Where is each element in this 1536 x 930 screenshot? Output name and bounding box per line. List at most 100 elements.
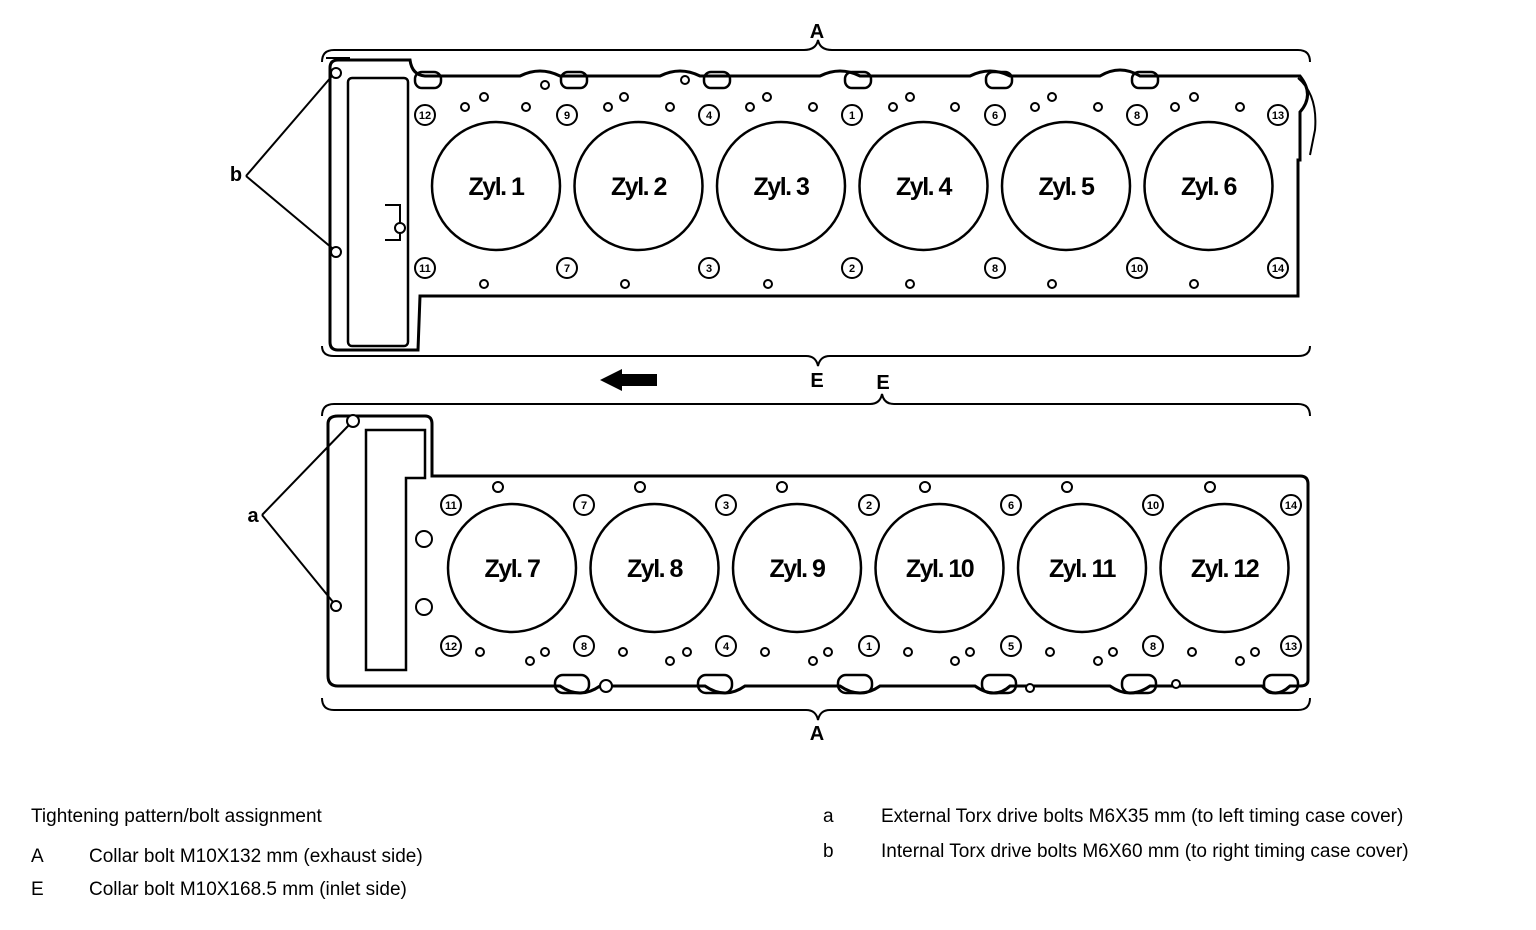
callout-a-label: a <box>247 505 259 527</box>
lower-top-bolt-marker-7 <box>1280 494 1302 516</box>
hole <box>540 647 550 657</box>
lower-cylinder-bore-3 <box>731 502 863 634</box>
upper-top-bolt-marker-1 <box>414 104 436 126</box>
upper-slot-4 <box>843 70 873 90</box>
dim-label-E-upper: E <box>810 370 823 392</box>
upper-top-bolt-marker-7 <box>1267 104 1289 126</box>
upper-bottom-bolt-marker-6 <box>1126 257 1148 279</box>
upper-bottom-bolt-marker-1 <box>414 257 436 279</box>
hole <box>919 481 931 493</box>
lower-top-bolt-number-6: 10 <box>1147 500 1159 512</box>
lower-slot-1 <box>553 673 591 695</box>
brace-A-top <box>321 39 1311 63</box>
hole <box>760 647 770 657</box>
lower-cylinder-bore-4 <box>874 502 1005 634</box>
lower-cylinder-label-3: Zyl. 9 <box>770 555 826 583</box>
lower-cylinder-bore-5 <box>1016 502 1148 634</box>
hole <box>460 102 470 112</box>
upper-bottom-bolt-marker-5 <box>984 257 1006 279</box>
hole <box>776 481 788 493</box>
lower-top-bolt-marker-3 <box>715 494 737 516</box>
hole <box>1189 279 1199 289</box>
hole <box>680 75 690 85</box>
hole <box>808 102 818 112</box>
lower-bottom-bolt-number-2: 8 <box>581 641 587 653</box>
lower-top-bolt-number-7: 14 <box>1285 500 1298 512</box>
legend-title: Tightening pattern/bolt assignment <box>31 806 322 827</box>
upper-small-holes <box>330 67 1245 289</box>
hole <box>903 647 913 657</box>
lower-bottom-bolt-marker-7 <box>1280 635 1302 657</box>
hole <box>634 481 646 493</box>
lower-bottom-bolt-marker-2 <box>573 635 595 657</box>
lower-cylinder-label-6: Zyl. 12 <box>1191 555 1259 583</box>
dim-label-A-top: A <box>810 21 824 43</box>
upper-cylinder-bore-4 <box>858 120 989 252</box>
hole <box>682 647 692 657</box>
hole <box>1030 102 1040 112</box>
hole <box>394 222 406 234</box>
hole <box>823 647 833 657</box>
upper-top-bolt-number-4: 1 <box>849 110 855 122</box>
hole <box>965 647 975 657</box>
upper-bottom-bolt-number-2: 7 <box>564 263 570 275</box>
upper-top-bolt-marker-6 <box>1126 104 1148 126</box>
lower-bottom-bolt-marker-6 <box>1142 635 1164 657</box>
lower-bottom-bolt-marker-1 <box>440 635 462 657</box>
callout-a <box>261 424 350 603</box>
upper-cylinder-label-4: Zyl. 4 <box>896 173 953 201</box>
upper-bottom-bolt-marker-2 <box>556 257 578 279</box>
upper-slot-3 <box>702 70 732 90</box>
brace-A-bottom <box>321 697 1311 721</box>
legend-text-A: Collar bolt M10X132 mm (exhaust side) <box>89 846 423 867</box>
upper-cylinder-bore-5 <box>1000 120 1132 252</box>
lower-cylinder-bore-6 <box>1159 502 1290 634</box>
lower-top-bolt-marker-5 <box>1000 494 1022 516</box>
dim-label-A-bottom: A <box>810 723 824 745</box>
hole <box>525 656 535 666</box>
upper-cylinder-bore-2 <box>573 120 704 252</box>
direction-arrow-icon <box>600 369 657 391</box>
lower-bottom-bolt-marker-4 <box>858 635 880 657</box>
lower-cylinder-bore-2 <box>589 502 720 634</box>
upper-bottom-bolt-number-6: 10 <box>1131 263 1143 275</box>
hole <box>665 656 675 666</box>
hole <box>521 102 531 112</box>
upper-top-bolt-number-5: 6 <box>992 110 998 122</box>
legend-key-a: a <box>823 806 834 827</box>
hole <box>346 414 360 428</box>
upper-top-bolt-number-2: 9 <box>564 110 570 122</box>
hole <box>618 647 628 657</box>
upper-cylinder-label-6: Zyl. 6 <box>1181 173 1237 201</box>
lower-cylinder-bore-1 <box>446 502 578 634</box>
hole <box>1170 102 1180 112</box>
hole <box>492 481 504 493</box>
lower-slot-5 <box>1120 673 1158 695</box>
upper-timing-pocket <box>346 76 410 348</box>
upper-right-tab <box>1297 77 1317 156</box>
lower-slot-6 <box>1262 673 1300 695</box>
hole <box>808 656 818 666</box>
upper-top-bolt-number-6: 8 <box>1134 110 1140 122</box>
hole <box>1189 92 1199 102</box>
hole <box>1250 647 1260 657</box>
upper-top-bolt-marker-4 <box>841 104 863 126</box>
hole <box>1061 481 1073 493</box>
hole <box>1108 647 1118 657</box>
hole <box>540 80 550 90</box>
hole <box>1171 679 1181 689</box>
upper-slot-5 <box>984 70 1014 90</box>
lower-slots <box>553 673 1300 695</box>
hole <box>475 647 485 657</box>
hole <box>415 530 433 548</box>
lower-bottom-bolt-number-4: 1 <box>866 641 872 653</box>
hole <box>599 679 613 693</box>
upper-bottom-bolt-number-1: 11 <box>419 263 431 275</box>
hole <box>619 92 629 102</box>
lower-bottom-bolt-number-5: 5 <box>1008 641 1014 653</box>
hole <box>950 102 960 112</box>
lower-top-bolt-number-1: 11 <box>445 500 457 512</box>
